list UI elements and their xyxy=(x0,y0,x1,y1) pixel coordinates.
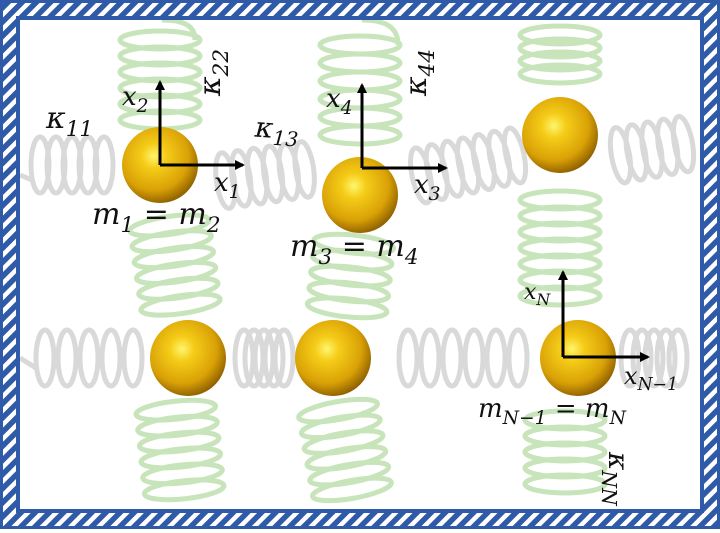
masses xyxy=(122,97,616,396)
label-kappa22: κ22 xyxy=(193,48,234,96)
mass-m3 xyxy=(322,157,398,233)
label-m3-eq-m4: m3 = m4 xyxy=(290,229,419,270)
spring-kappa44 xyxy=(320,17,400,144)
label-x3: x3 xyxy=(414,170,441,205)
mass-row2-2 xyxy=(295,320,371,396)
horizontal-springs xyxy=(18,115,697,386)
coordinate-axes xyxy=(155,80,650,362)
label-x4: x4 xyxy=(326,84,353,119)
label-x1: x1 xyxy=(214,168,241,203)
label-m1-eq-m2: m1 = m2 xyxy=(92,197,221,238)
label-xN-1: xN−1 xyxy=(624,362,679,396)
spring-kappa22 xyxy=(120,17,200,129)
label-xN: xN xyxy=(524,280,551,309)
mass-row2-1 xyxy=(150,320,226,396)
label-kappa13: κ13 xyxy=(253,110,300,152)
label-mN-1-eq-mN: mN−1 = mN xyxy=(478,394,626,429)
spring-kappa11 xyxy=(19,137,113,193)
vertical-springs xyxy=(120,17,605,505)
label-kappa11: κ11 xyxy=(46,101,94,142)
label-x2: x2 xyxy=(122,82,149,117)
label-kappaNN: κNN xyxy=(596,452,635,506)
mass-top-right xyxy=(522,97,598,173)
label-kappa44: κ44 xyxy=(399,48,440,96)
